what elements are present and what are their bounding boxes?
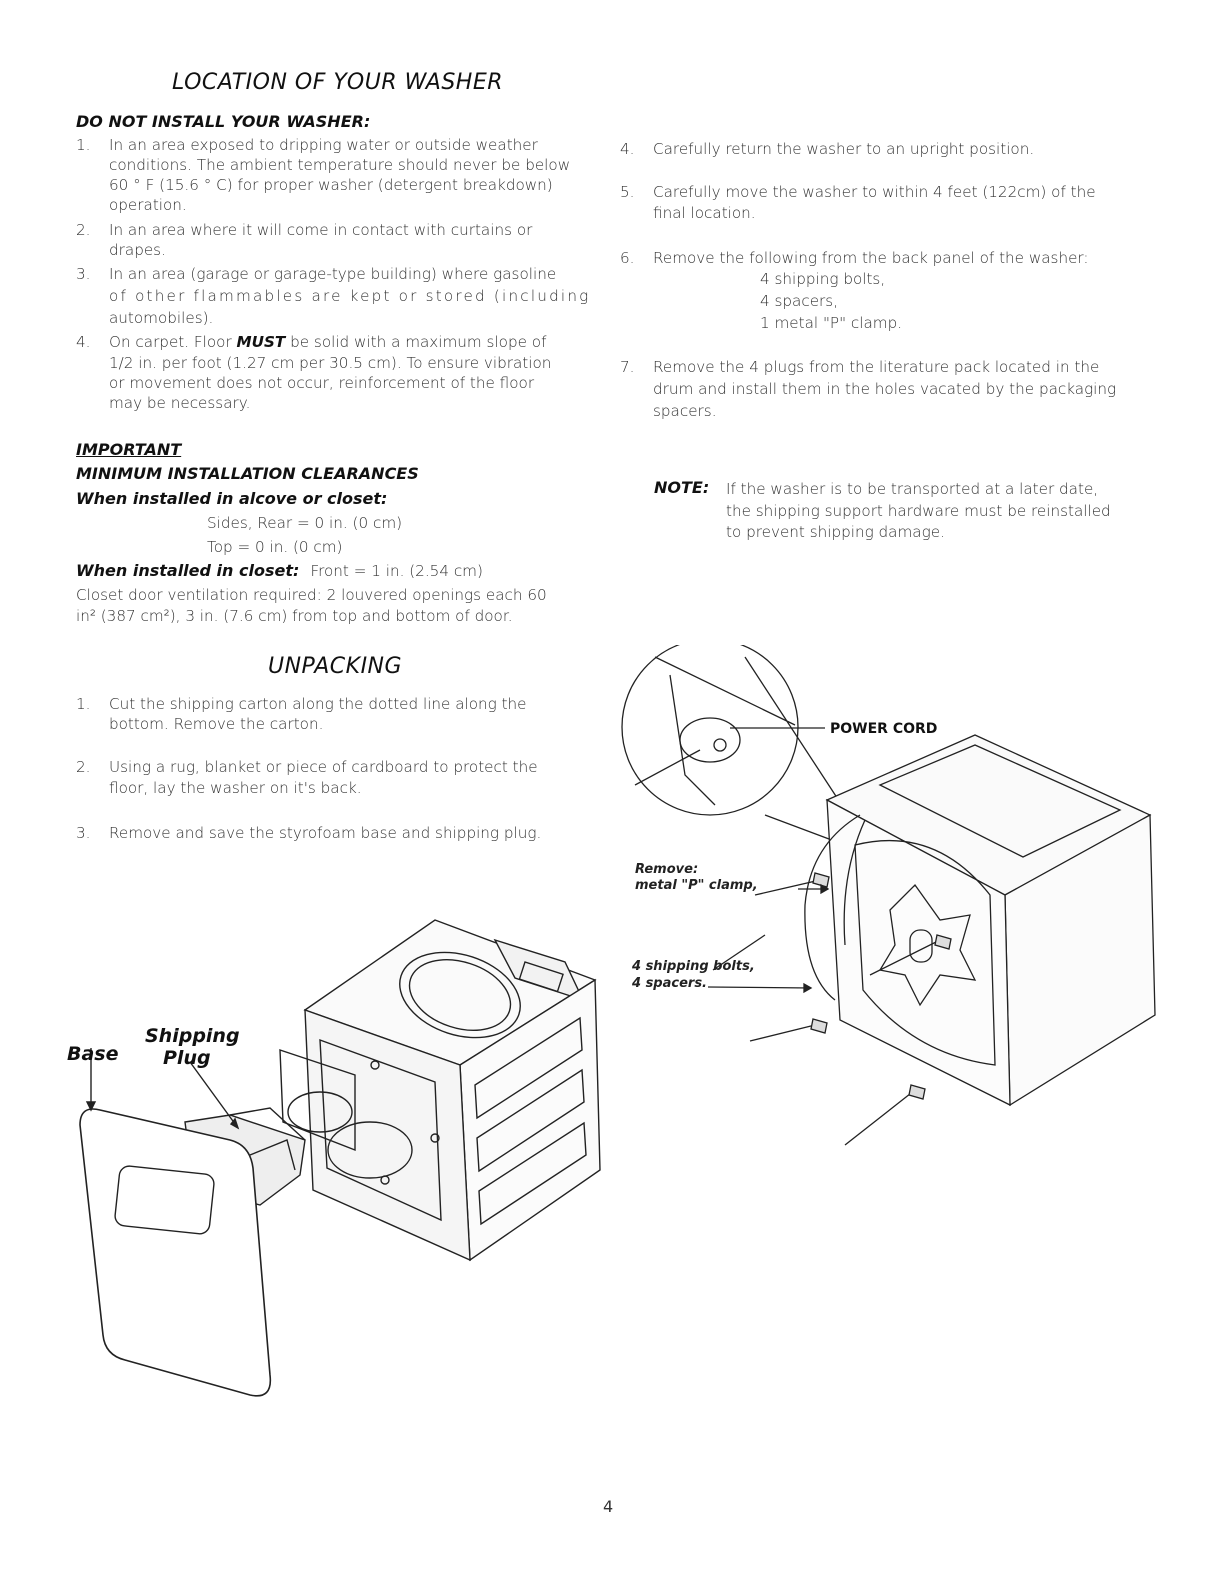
list-item-line: In an area exposed to dripping water or … <box>109 136 538 154</box>
bolts-label: 4 shipping bolts, <box>631 959 755 974</box>
list-item-line: In an area (garage or garage-type buildi… <box>109 265 557 283</box>
list-item-line: of other flammables are kept or stored (… <box>109 287 591 305</box>
important-heading: IMPORTANT <box>76 440 182 459</box>
power-cord-label: POWER CORD <box>830 721 937 737</box>
list-item-line: or movement does not occur, reinforcemen… <box>109 374 535 392</box>
list-item-line: final location. <box>653 204 756 222</box>
shipping-label: Shipping <box>145 1025 240 1047</box>
vent-line-2: in² (387 cm²), 3 in. (7.6 cm) from top a… <box>76 607 513 625</box>
do-not-install-heading: DO NOT INSTALL YOUR WASHER: <box>76 112 371 131</box>
list-item-line: Remove the following from the back panel… <box>653 249 1089 267</box>
list-item-line: Carefully return the washer to an uprigh… <box>653 140 1035 158</box>
list-item-line: operation. <box>109 196 187 214</box>
note-label: NOTE: <box>654 478 710 497</box>
list-item-number: 4. <box>620 140 635 158</box>
page-number: 4 <box>603 1497 614 1516</box>
list-item-number: 2. <box>76 758 91 776</box>
alcove-heading: When installed in alcove or closet: <box>76 489 388 508</box>
list-item-line: automobiles). <box>109 309 214 327</box>
list-item-line: Cut the shipping carton along the dotted… <box>109 695 527 713</box>
list-item-number: 1. <box>76 695 91 713</box>
note-line: to prevent shipping damage. <box>726 523 945 541</box>
list-item-line: drapes. <box>109 241 166 259</box>
clearances-heading: MINIMUM INSTALLATION CLEARANCES <box>76 464 419 483</box>
list-item-line: Remove and save the styrofoam base and s… <box>109 824 542 842</box>
hardware-item: 4 spacers, <box>760 292 839 310</box>
remove-label: Remove: <box>635 862 698 877</box>
unpacking-title: UNPACKING <box>268 654 403 679</box>
list-item-line: On carpet. Floor MUST be solid with a ma… <box>109 333 546 353</box>
list-item-line: Carefully move the washer to within 4 fe… <box>653 183 1096 201</box>
list-item-text: On carpet. Floor <box>109 333 237 351</box>
closet-heading: When installed in closet: <box>76 561 300 580</box>
list-item-line: spacers. <box>653 402 717 420</box>
alcove-top: Top = 0 in. (0 cm) <box>207 538 343 556</box>
list-item-number: 7. <box>620 358 635 376</box>
list-item-number: 6. <box>620 249 635 267</box>
list-item-number: 5. <box>620 183 635 201</box>
list-item-line: drum and install them in the holes vacat… <box>653 380 1117 398</box>
unpacking-illustration: Base Shipping Plug <box>67 919 601 1397</box>
list-item-number: 3. <box>76 824 91 842</box>
list-item-number: 3. <box>76 265 91 283</box>
list-item-number: 2. <box>76 221 91 239</box>
plug-label: Plug <box>163 1047 211 1069</box>
must-emphasis: MUST <box>236 333 286 351</box>
list-item-line: 1/2 in. per foot (1.27 cm per 30.5 cm). … <box>109 354 552 372</box>
base-label: Base <box>67 1043 119 1065</box>
back-panel-illustration: POWER CORD Remove: metal "P" clamp, 4 sh… <box>621 645 1156 1146</box>
list-item-line: floor, lay the washer on it's back. <box>109 779 362 797</box>
list-item-line: Using a rug, blanket or piece of cardboa… <box>109 758 538 776</box>
location-title: LOCATION OF YOUR WASHER <box>172 70 504 95</box>
do-not-install-list: 1. In an area exposed to dripping water … <box>76 136 601 426</box>
note-line: the shipping support hardware must be re… <box>726 501 1111 520</box>
hardware-item: 1 metal "P" clamp. <box>760 314 903 332</box>
note-line: If the washer is to be transported at a … <box>726 480 1099 498</box>
list-item-line: Remove the 4 plugs from the literature p… <box>653 358 1100 376</box>
list-item-line: 60 ° F (15.6 ° C) for proper washer (det… <box>109 176 553 194</box>
hardware-item: 4 shipping bolts, <box>760 270 886 288</box>
list-item-line: bottom. Remove the carton. <box>109 715 324 733</box>
vent-line-1: Closet door ventilation required: 2 louv… <box>76 586 547 604</box>
closet-line: When installed in closet: Front = 1 in. … <box>76 561 483 582</box>
list-item-text: be solid with a maximum slope of <box>285 333 547 351</box>
list-item-line: conditions. The ambient temperature shou… <box>109 156 571 174</box>
list-item-line: may be necessary. <box>109 394 251 412</box>
clamp-label: metal "P" clamp, <box>635 878 758 893</box>
alcove-sides: Sides, Rear = 0 in. (0 cm) <box>207 514 403 532</box>
list-item-number: 4. <box>76 333 91 351</box>
steps-list: 4. Carefully return the washer to an upr… <box>620 140 1160 440</box>
list-item-number: 1. <box>76 136 91 154</box>
spacers-label: 4 spacers. <box>631 976 707 991</box>
unpacking-list: 1. Cut the shipping carton along the dot… <box>76 695 601 855</box>
list-item-line: In an area where it will come in contact… <box>109 221 533 239</box>
note-text: If the washer is to be transported at a … <box>726 480 1111 543</box>
closet-front: Front = 1 in. (2.54 cm) <box>310 562 483 580</box>
